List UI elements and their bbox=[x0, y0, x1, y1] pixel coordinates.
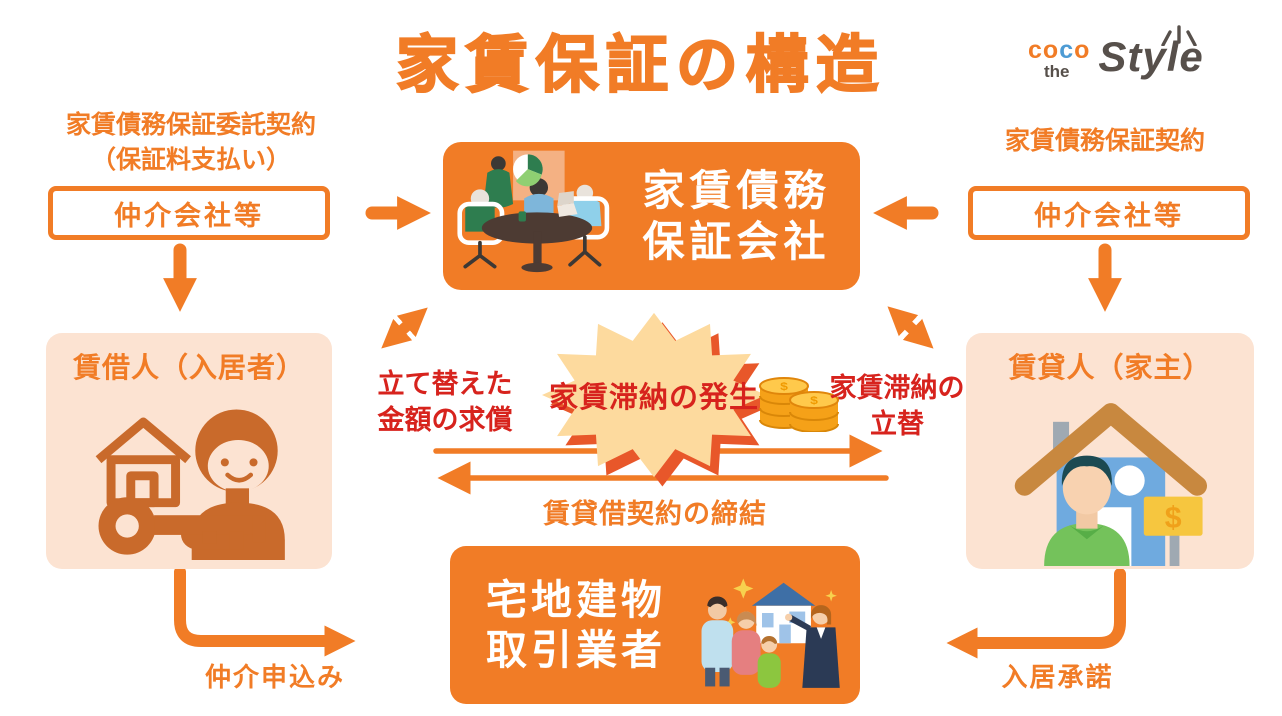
mediator-box-left: 仲介会社等 bbox=[48, 186, 330, 240]
brand-logo-coco: coco bbox=[1028, 36, 1091, 64]
tenant-panel: 賃借人（入居者） bbox=[46, 333, 332, 569]
burst-shape bbox=[542, 312, 775, 487]
landlord-with-house-icon: $ bbox=[1014, 403, 1208, 566]
contract-label-left-line2: （保証料支払い） bbox=[90, 145, 291, 174]
coin-stack-icon: $ $ bbox=[759, 377, 839, 432]
advance-payment-label: 家賃滞納の 立替 bbox=[829, 373, 965, 440]
mediator-box-left-label: 仲介会社等 bbox=[114, 200, 264, 231]
arrow-double-company-tenant bbox=[381, 307, 428, 349]
contract-label-left: 家賃債務保証委託契約 （保証料支払い） bbox=[36, 108, 346, 177]
lease-conclusion-label: 賃貸借契約の締結 bbox=[543, 499, 767, 529]
page-title: 家賃保証の構造 bbox=[395, 30, 886, 101]
contract-label-right: 家賃債務保証契約 bbox=[1004, 127, 1205, 155]
tenant-with-key-icon bbox=[95, 409, 285, 560]
arrears-burst-label: 家賃滞納の発生 bbox=[548, 382, 759, 414]
price-sign-currency: $ bbox=[1165, 502, 1182, 535]
mediator-box-right: 仲介会社等 bbox=[968, 186, 1250, 240]
guarantee-company-box: 家賃債務 保証会社 bbox=[443, 142, 860, 290]
arrow-double-company-landlord bbox=[887, 306, 934, 349]
sparkle-rays-icon bbox=[1161, 25, 1197, 46]
tenant-panel-title: 賃借人（入居者） bbox=[72, 352, 305, 383]
family-with-agent-illustration bbox=[701, 578, 840, 688]
brand-logo-coco-the: coco the bbox=[1028, 38, 1090, 82]
brand-logo-style: Style bbox=[1098, 33, 1204, 80]
broker-box: 宅地建物 取引業者 bbox=[450, 546, 860, 704]
move-in-consent-label: 入居承諾 bbox=[1001, 662, 1114, 692]
arrow-tenant-to-broker bbox=[174, 566, 356, 657]
arrears-burst: 家賃滞納の発生 bbox=[528, 297, 780, 493]
broker-label: 宅地建物 取引業者 bbox=[486, 576, 666, 673]
guarantee-company-label: 家賃債務 保証会社 bbox=[642, 166, 831, 265]
arrow-landlord-to-broker bbox=[946, 568, 1126, 659]
contract-label-left-line1: 家賃債務保証委託契約 bbox=[65, 111, 316, 139]
landlord-panel: 賃貸人（家主） $ bbox=[966, 333, 1254, 569]
brand-logo-the: the bbox=[1044, 62, 1070, 81]
mediator-box-right-label: 仲介会社等 bbox=[1034, 200, 1184, 231]
reimbursement-label: 立て替えた 金額の求償 bbox=[377, 369, 513, 436]
coin-currency-left: $ bbox=[780, 380, 788, 392]
office-meeting-illustration bbox=[457, 150, 610, 273]
brokerage-application-label: 仲介申込み bbox=[204, 662, 345, 692]
coin-currency-right: $ bbox=[810, 394, 818, 406]
landlord-panel-title: 賃貸人（家主） bbox=[1008, 352, 1212, 383]
brand-logo: coco the Style bbox=[1028, 25, 1228, 90]
